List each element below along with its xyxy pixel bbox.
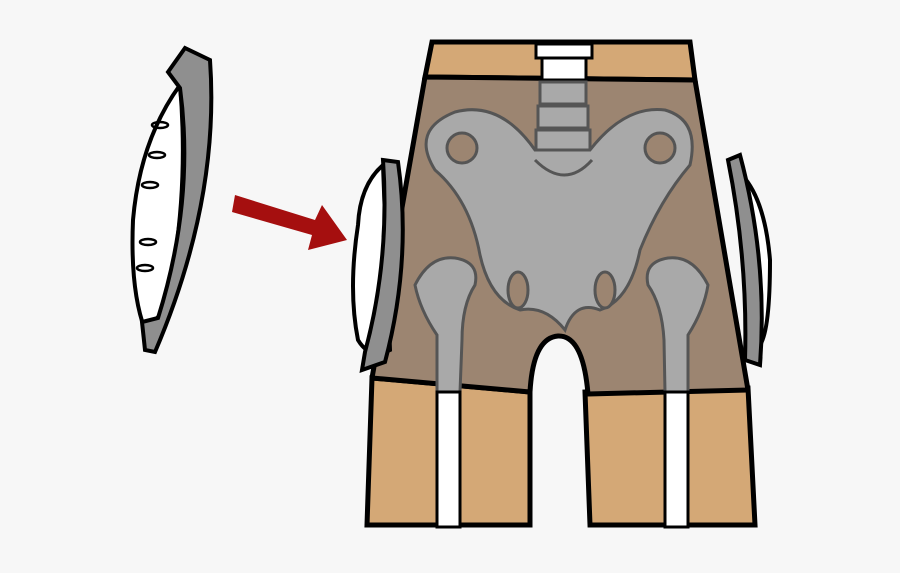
right-femur-lower xyxy=(663,390,690,529)
femurs xyxy=(413,256,710,529)
hip-pad-right-worn xyxy=(725,152,773,368)
left-femur-lower xyxy=(435,390,462,529)
pad-shell xyxy=(139,45,214,355)
right-femur xyxy=(645,256,710,394)
spine xyxy=(534,42,594,154)
obturator-right xyxy=(593,270,617,310)
shorts-legs xyxy=(364,375,758,528)
hip-pad-left-worn xyxy=(351,157,405,373)
arrow-icon xyxy=(232,195,347,250)
pelvis-hole-left xyxy=(445,131,479,165)
sacrum xyxy=(533,158,594,177)
pelvis-hole-right xyxy=(643,131,677,165)
hip-pad-loose xyxy=(130,45,214,355)
left-femur xyxy=(413,256,478,394)
obturator-left xyxy=(506,270,530,310)
